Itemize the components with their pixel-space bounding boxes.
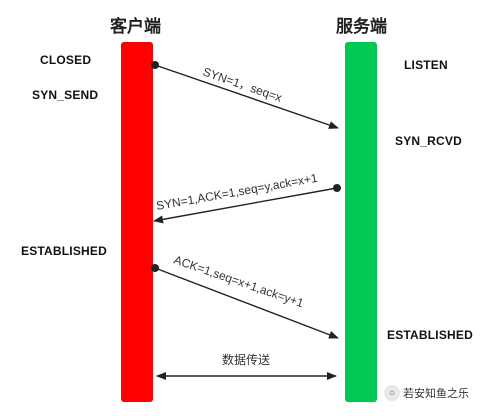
data-transfer-left-head xyxy=(156,372,166,380)
server-lifeline xyxy=(345,42,377,402)
ack-arrow xyxy=(154,267,339,339)
server-state-established: ESTABLISHED xyxy=(387,328,473,342)
server-state-listen: LISTEN xyxy=(404,58,448,72)
client-title: 客户端 xyxy=(110,17,161,36)
syn-arrow xyxy=(154,64,339,129)
server-state-syn-rcvd: SYN_RCVD xyxy=(395,134,462,148)
data-transfer-label: 数据传送 xyxy=(222,352,270,367)
client-state-closed: CLOSED xyxy=(40,53,92,67)
syn-ack-arrow xyxy=(153,187,338,224)
watermark-text: 若安知鱼之乐 xyxy=(403,388,469,400)
chat-bubble-icon: ○ xyxy=(384,385,400,401)
ack-message: ACK=1,seq=x+1,ack=y+1 xyxy=(151,253,339,339)
syn-ack-message: SYN=1,ACK=1,seq=y,ack=x+1 xyxy=(153,171,341,224)
syn-message: SYN=1，seq=x xyxy=(151,61,339,129)
client-state-established: ESTABLISHED xyxy=(21,244,107,258)
data-transfer: 数据传送 xyxy=(156,352,337,380)
client-lifeline xyxy=(121,42,153,402)
server-title: 服务端 xyxy=(336,17,387,36)
watermark: ○ 若安知鱼之乐 xyxy=(384,385,469,401)
client-state-syn-send: SYN_SEND xyxy=(32,88,99,102)
